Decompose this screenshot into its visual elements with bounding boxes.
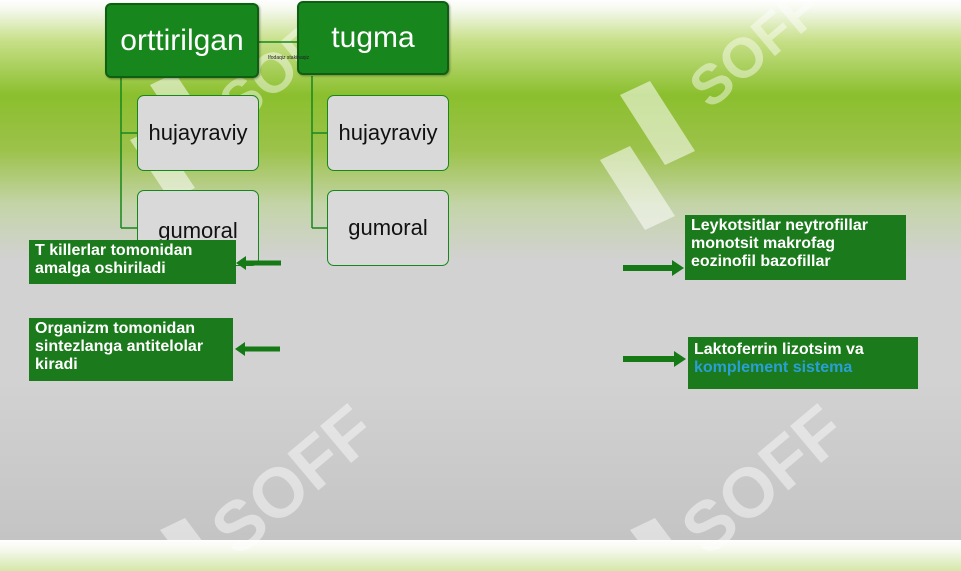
child-box-acquired-cellular: hujayraviy xyxy=(137,95,259,171)
child-label: hujayraviy xyxy=(338,120,438,145)
child-box-innate-humoral: gumoral xyxy=(327,190,449,266)
child-label: hujayraviy xyxy=(148,120,248,145)
note-lactoferrin-accent: komplement sistema xyxy=(694,359,853,376)
child-label: gumoral xyxy=(348,215,428,240)
arrow-right-icon xyxy=(623,260,684,276)
arrow-left-icon xyxy=(236,256,281,270)
note-lactoferrin-text: Laktoferrin lizotsim va xyxy=(694,341,864,358)
root-label-acquired: orttirilgan xyxy=(120,23,244,57)
note-leukocytes: Leykotsitlar neytrofillar monotsit makro… xyxy=(685,215,906,280)
tree-connectors xyxy=(120,41,328,229)
note-antibodies-text: Organizm tomonidan sintezlanga antitelol… xyxy=(35,320,204,373)
note-leukocytes-text: Leykotsitlar neytrofillar monotsit makro… xyxy=(691,217,868,270)
note-t-killers-text: T killerlar tomonidan amalga oshiriladi xyxy=(35,242,193,277)
arrow-left-icon xyxy=(235,342,280,356)
child-box-innate-cellular: hujayraviy xyxy=(327,95,449,171)
note-t-killers: T killerlar tomonidan amalga oshiriladi xyxy=(29,240,236,284)
note-lactoferrin: Laktoferrin lizotsim va komplement siste… xyxy=(688,337,918,389)
note-antibodies: Organizm tomonidan sintezlanga antitelol… xyxy=(29,318,233,381)
root-box-innate: tugma xyxy=(297,1,449,75)
arrow-right-icon xyxy=(623,351,686,367)
root-label-innate: tugma xyxy=(331,21,415,54)
child-label: gumoral xyxy=(158,218,238,243)
connector-note: Ifodaqiz stakinaqiz xyxy=(268,55,310,61)
root-box-acquired: orttirilgan xyxy=(105,3,259,78)
